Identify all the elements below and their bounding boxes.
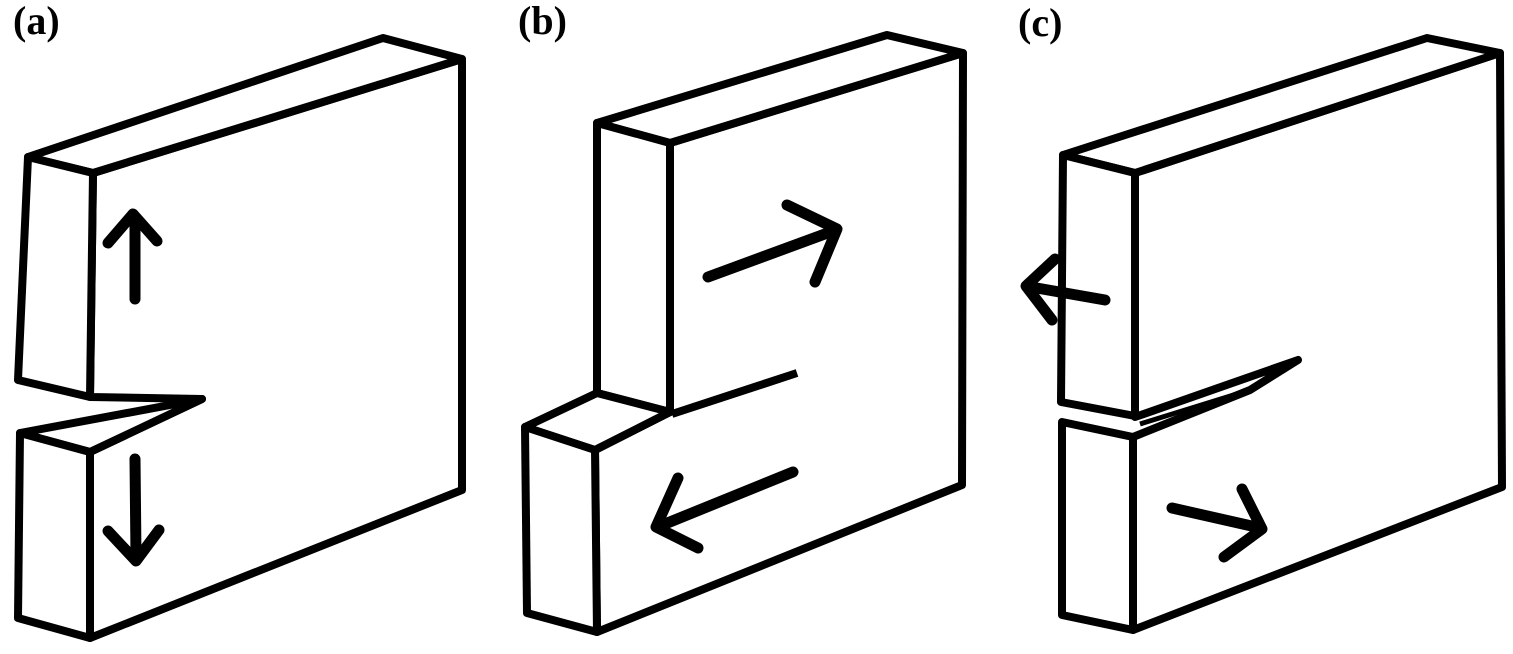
panel-b: (b) — [518, 0, 967, 636]
panel-a-label: (a) — [13, 0, 60, 43]
upper-block-left-face — [1057, 151, 1139, 420]
panel-a: (a) — [13, 0, 466, 642]
right-arrow-icon — [1166, 483, 1268, 563]
notched-block-a — [14, 34, 466, 642]
crack-lower-lip-line — [1139, 390, 1241, 427]
down-arrow-icon — [102, 453, 165, 567]
panel-b-label: (b) — [518, 0, 567, 43]
panel-c-label: (c) — [1018, 0, 1062, 45]
upper-block-left-face — [593, 119, 674, 416]
up-arrow-icon — [102, 208, 163, 305]
lower-block-left-face — [1058, 418, 1137, 634]
torn-block-c — [1057, 34, 1506, 634]
lower-block-left-face — [521, 423, 601, 636]
up-right-arrow-icon — [702, 199, 843, 288]
down-left-arrow-icon — [650, 466, 799, 554]
panel-c: (c) — [1018, 0, 1506, 634]
left-arrow-icon — [1020, 253, 1111, 326]
lower-block-left-face — [14, 429, 94, 642]
crack-line — [670, 369, 799, 418]
sheared-block-b — [521, 31, 967, 636]
upper-block-left-face — [14, 153, 97, 401]
